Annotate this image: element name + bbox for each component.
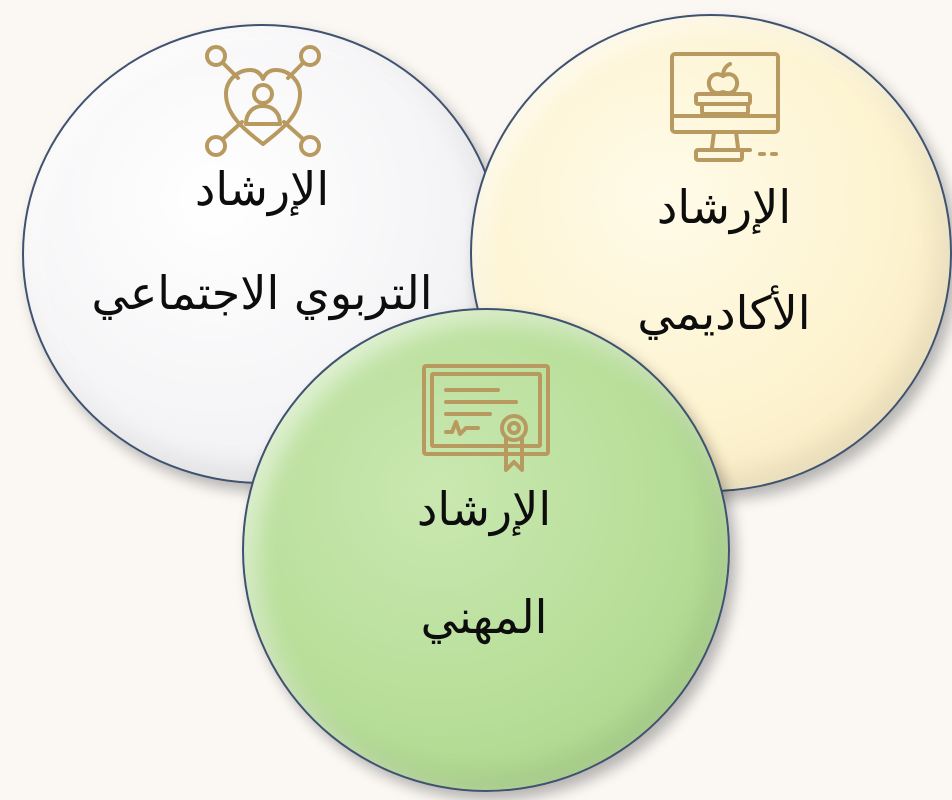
circle-career-guidance: [242, 308, 730, 792]
academic-guidance-subtitle: الأكاديمي: [637, 286, 811, 340]
academic-guidance-title: الإرشاد: [656, 180, 792, 234]
circle-social-guidance: [22, 24, 502, 484]
social-heart-network-icon: [205, 45, 321, 157]
social-guidance-subtitle: التربوي الاجتماعي: [91, 266, 433, 320]
social-guidance-title: الإرشاد: [194, 162, 330, 216]
computer-apple-books-icon: [670, 52, 780, 162]
certificate-icon: [422, 364, 550, 472]
career-guidance-subtitle: المهني: [420, 590, 548, 644]
career-guidance-title: الإرشاد: [416, 482, 552, 536]
